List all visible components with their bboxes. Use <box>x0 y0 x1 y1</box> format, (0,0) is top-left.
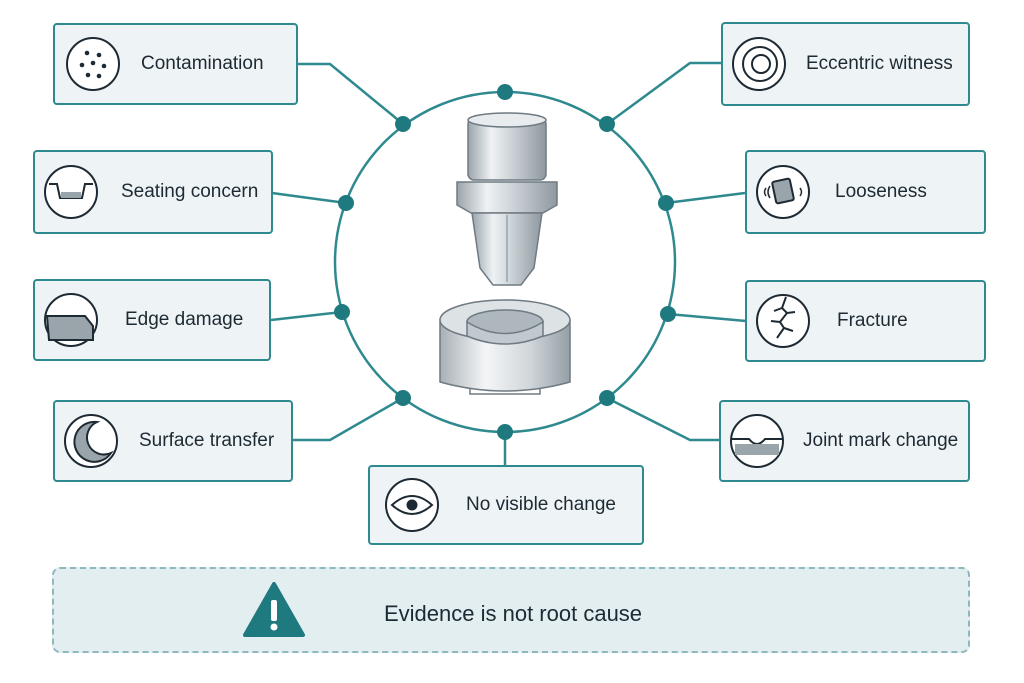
card-looseness: Looseness <box>745 150 986 234</box>
joint-mark-icon <box>727 411 787 471</box>
crack-icon <box>753 291 813 351</box>
leader-lines <box>270 61 747 466</box>
joint-mark-change-label: Joint mark change <box>803 430 959 451</box>
surface-transfer-label: Surface transfer <box>139 430 275 451</box>
card-no-visible-change: No visible change <box>368 465 644 545</box>
contamination-label: Contamination <box>141 53 264 74</box>
card-surface-transfer: Surface transfer <box>53 400 293 482</box>
loose-block-icon <box>753 162 813 222</box>
concentric-rings-icon <box>729 34 789 94</box>
no-visible-change-label: No visible change <box>466 494 616 515</box>
lower-part-illustration <box>439 299 571 395</box>
root-cause-banner: Evidence is not root cause <box>52 567 970 653</box>
card-edge-damage: Edge damage <box>33 279 271 361</box>
eccentric-witness-label: Eccentric witness <box>806 53 953 74</box>
looseness-label: Looseness <box>835 181 927 202</box>
eye-icon <box>382 475 442 535</box>
crescent-icon <box>61 411 121 471</box>
dots-icon <box>63 34 123 94</box>
card-joint-mark-change: Joint mark change <box>719 400 970 482</box>
fracture-label: Fracture <box>837 310 908 331</box>
upper-part-illustration <box>456 112 558 286</box>
card-eccentric-witness: Eccentric witness <box>721 22 970 106</box>
edge-icon <box>41 290 101 350</box>
warning-icon <box>242 581 306 639</box>
connector-nodes <box>334 84 676 440</box>
card-fracture: Fracture <box>745 280 986 362</box>
card-contamination: Contamination <box>53 23 298 105</box>
seating-concern-label: Seating concern <box>121 181 259 202</box>
banner-text: Evidence is not root cause <box>384 601 643 626</box>
edge-damage-label: Edge damage <box>125 309 244 330</box>
seat-icon <box>41 162 101 222</box>
card-seating-concern: Seating concern <box>33 150 273 234</box>
